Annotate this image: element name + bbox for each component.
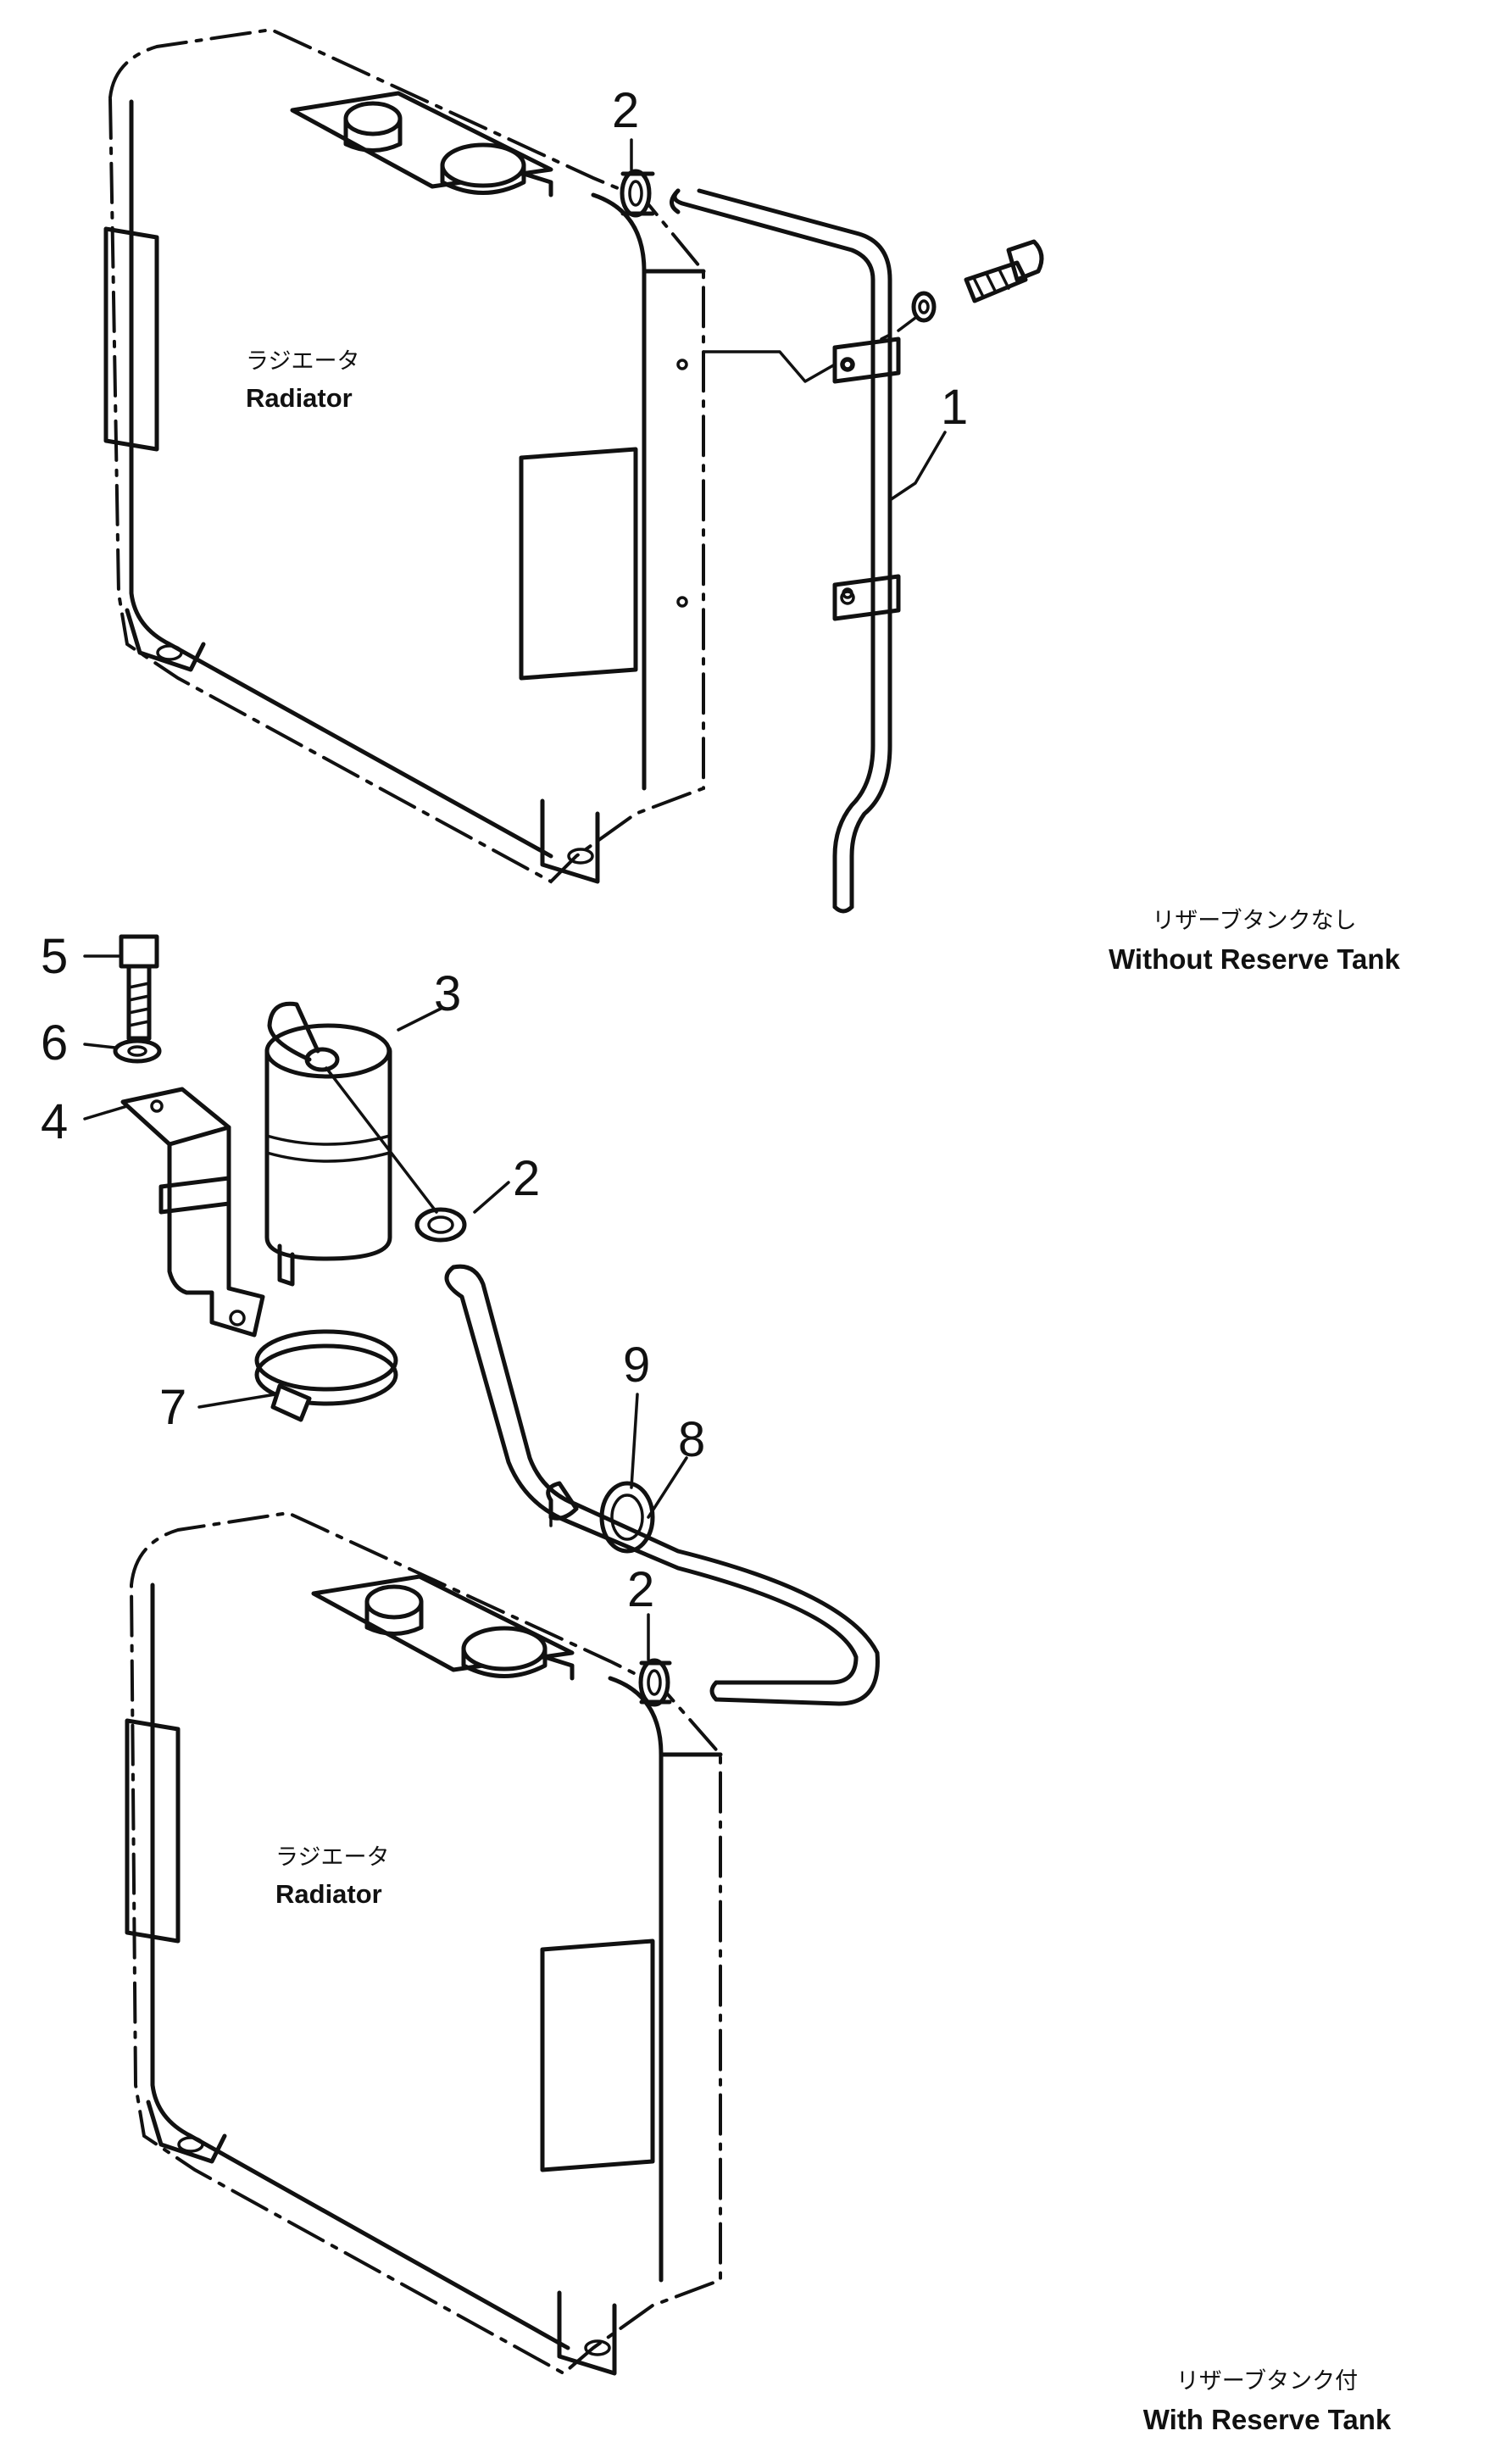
radiator-label-jp-bottom: ラジエータ	[275, 1844, 389, 1871]
bolt-5	[119, 934, 159, 1041]
callout-2-bottom: 2	[627, 1562, 654, 1617]
radiator-bottom: ラジエータ Radiator	[125, 1510, 723, 2376]
overflow-pipe-1	[670, 188, 901, 914]
bracket-4	[120, 1087, 265, 1338]
caption-without-jp: リザーブタンクなし	[1152, 908, 1356, 934]
grommet-8	[599, 1481, 655, 1554]
radiator-label-en-top: Radiator	[246, 383, 353, 413]
callout-7: 7	[159, 1380, 186, 1435]
reserve-hose	[444, 1264, 880, 1706]
callout-9: 9	[623, 1338, 650, 1393]
clamp-2-middle	[414, 1207, 467, 1243]
band-7	[254, 1329, 398, 1422]
callout-4: 4	[41, 1094, 68, 1149]
callout-2-top: 2	[612, 83, 639, 138]
radiator-label-jp-top: ラジエータ	[246, 348, 359, 375]
callout-leaders	[83, 138, 947, 1661]
caption-with-en: With Reserve Tank	[1143, 2404, 1392, 2435]
caption-with-jp: リザーブタンク付	[1176, 2368, 1358, 2394]
reserve-tank-3	[264, 1001, 392, 1287]
callout-1: 1	[941, 380, 968, 435]
callout-8: 8	[678, 1412, 705, 1467]
callout-3: 3	[434, 966, 461, 1021]
clamp-2-top	[620, 169, 655, 218]
radiator-label-en-bottom: Radiator	[275, 1879, 382, 1909]
bolt-top-right	[880, 239, 1044, 341]
callout-6: 6	[41, 1015, 68, 1071]
callout-5: 5	[41, 929, 68, 984]
caption-without-en: Without Reserve Tank	[1109, 943, 1400, 975]
radiator-top: ラジエータ Radiator	[103, 27, 853, 884]
clip-9	[546, 1481, 579, 1527]
leader-tank-clamp	[325, 1066, 438, 1214]
washer-6	[113, 1038, 162, 1064]
callout-2-middle: 2	[513, 1151, 540, 1206]
clamp-2-bottom	[638, 1658, 672, 1707]
